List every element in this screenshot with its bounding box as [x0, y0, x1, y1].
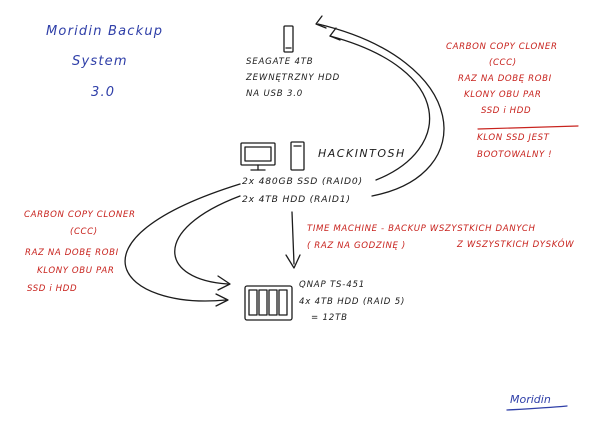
time-machine-line-1: TIME MACHINE - BACKUP WSZYSTKICH DANYCH: [307, 224, 536, 234]
title-line-3: 3.0: [91, 85, 116, 100]
title-line-2: System: [72, 54, 128, 69]
ccc-left-line-1: CARBON COPY CLONER: [24, 210, 136, 220]
qnap-label-2: 4x 4TB HDD (RAID 5): [299, 297, 406, 307]
tower-icon: [290, 141, 305, 171]
ccc-left-line-4: KLONY OBU PAR: [37, 266, 115, 276]
nas-icon: [244, 285, 293, 321]
ccc-right-line-5: SSD i HDD: [481, 106, 532, 116]
ccc-right-line-2: (CCC): [489, 58, 517, 68]
title-line-1: Moridin Backup: [46, 24, 164, 39]
hackintosh-name: HACKINTOSH: [318, 147, 406, 160]
arrow-ccc-ssd-to-qnap: [124, 183, 241, 302]
ccc-right-line-1: CARBON COPY CLONER: [446, 42, 558, 52]
ccc-right-line-7: BOOTOWALNY !: [477, 150, 553, 160]
signature-underline: [506, 405, 568, 411]
seagate-label-1: SEAGATE 4TB: [246, 57, 314, 67]
arrowhead-time-machine: [285, 254, 301, 269]
ccc-right-line-6: KLON SSD JEST: [477, 133, 550, 143]
time-machine-line-3: Z WSZYSTKICH DYSKÓW: [457, 240, 575, 250]
time-machine-line-2: ( RAZ NA GODZINĘ ): [307, 241, 406, 251]
ccc-right-line-4: KLONY OBU PAR: [464, 90, 542, 100]
hackintosh-hdd-label: 2x 4TB HDD (RAID1): [242, 194, 351, 205]
seagate-label-3: NA USB 3.0: [246, 89, 304, 99]
note-divider: [477, 125, 579, 130]
arrowhead-ccc-hdd-to-qnap: [217, 275, 231, 291]
ccc-left-line-5: SSD i HDD: [27, 284, 78, 294]
external-drive-icon: [283, 25, 294, 53]
arrow-ssd-to-seagate: [329, 35, 431, 181]
arrowhead-ssd-to-seagate: [329, 27, 341, 41]
arrow-time-machine: [291, 211, 295, 265]
qnap-label-3: = 12TB: [311, 313, 348, 323]
qnap-label-1: QNAP TS-451: [299, 280, 365, 290]
ccc-left-line-2: (CCC): [70, 227, 98, 237]
ccc-right-line-3: RAZ NA DOBĘ ROBI: [458, 74, 552, 84]
arrow-ccc-hdd-to-qnap: [174, 195, 241, 285]
signature: Moridin: [510, 393, 551, 406]
arrow-hdd-to-seagate: [317, 23, 445, 197]
ccc-left-line-3: RAZ NA DOBĘ ROBI: [25, 248, 119, 258]
hackintosh-ssd-label: 2x 480GB SSD (RAID0): [242, 176, 363, 187]
arrowhead-hdd-to-seagate: [315, 15, 327, 29]
monitor-icon: [240, 142, 276, 171]
arrowhead-ccc-ssd-to-qnap: [215, 293, 229, 307]
seagate-label-2: ZEWNĘTRZNY HDD: [246, 73, 341, 83]
